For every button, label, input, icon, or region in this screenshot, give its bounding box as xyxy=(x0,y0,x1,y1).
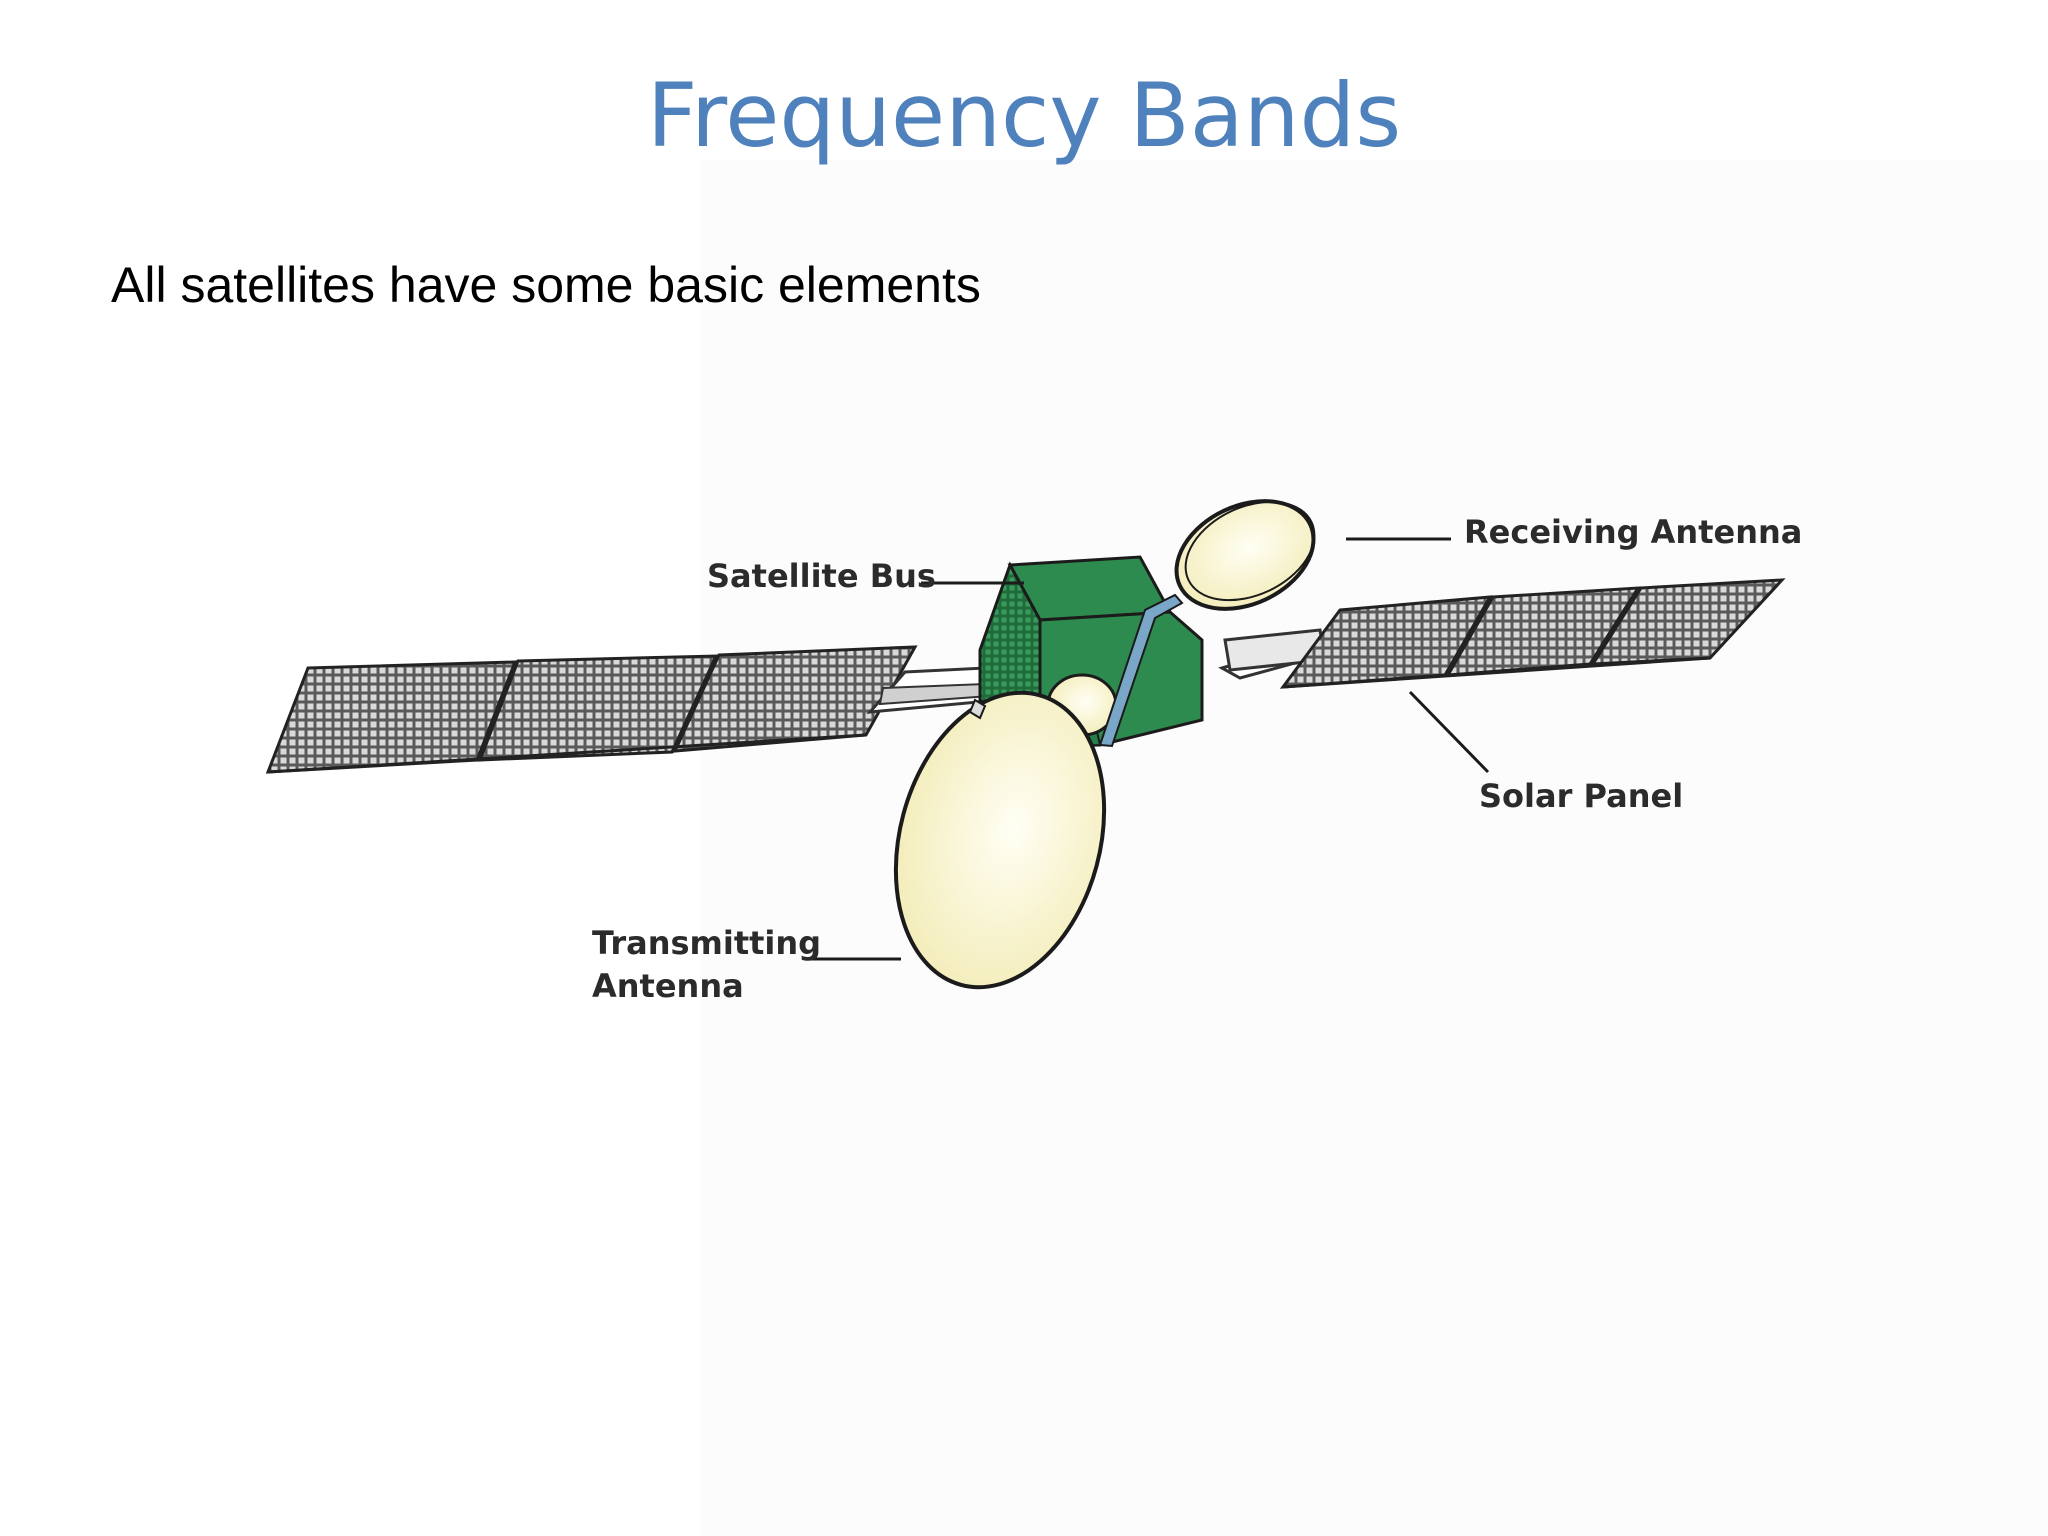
left-panel-outer xyxy=(265,660,518,774)
antenna-boom xyxy=(1098,593,1184,748)
satellite-bus-label: Satellite Bus xyxy=(707,557,936,595)
right-solar-array xyxy=(1218,578,1786,689)
left-solar-array xyxy=(265,645,1003,774)
solar-panel-leader-line xyxy=(1408,690,1490,774)
receiving-antenna-label: Receiving Antenna xyxy=(1464,513,1802,551)
solar-panel-label: Solar Panel xyxy=(1479,777,1683,815)
transmitting-antenna-dish xyxy=(893,690,1107,990)
left-panel-middle xyxy=(477,654,719,762)
slide-body-text: All satellites have some basic elements xyxy=(111,257,981,313)
transmitting-antenna-label-line1: Transmitting xyxy=(592,924,821,962)
transmitting-antenna-label-line2: Antenna xyxy=(592,967,744,1005)
receiving-antenna-dish xyxy=(1174,499,1316,611)
right-panel-middle xyxy=(1445,586,1641,677)
slide-title: Frequency Bands xyxy=(646,64,1402,167)
